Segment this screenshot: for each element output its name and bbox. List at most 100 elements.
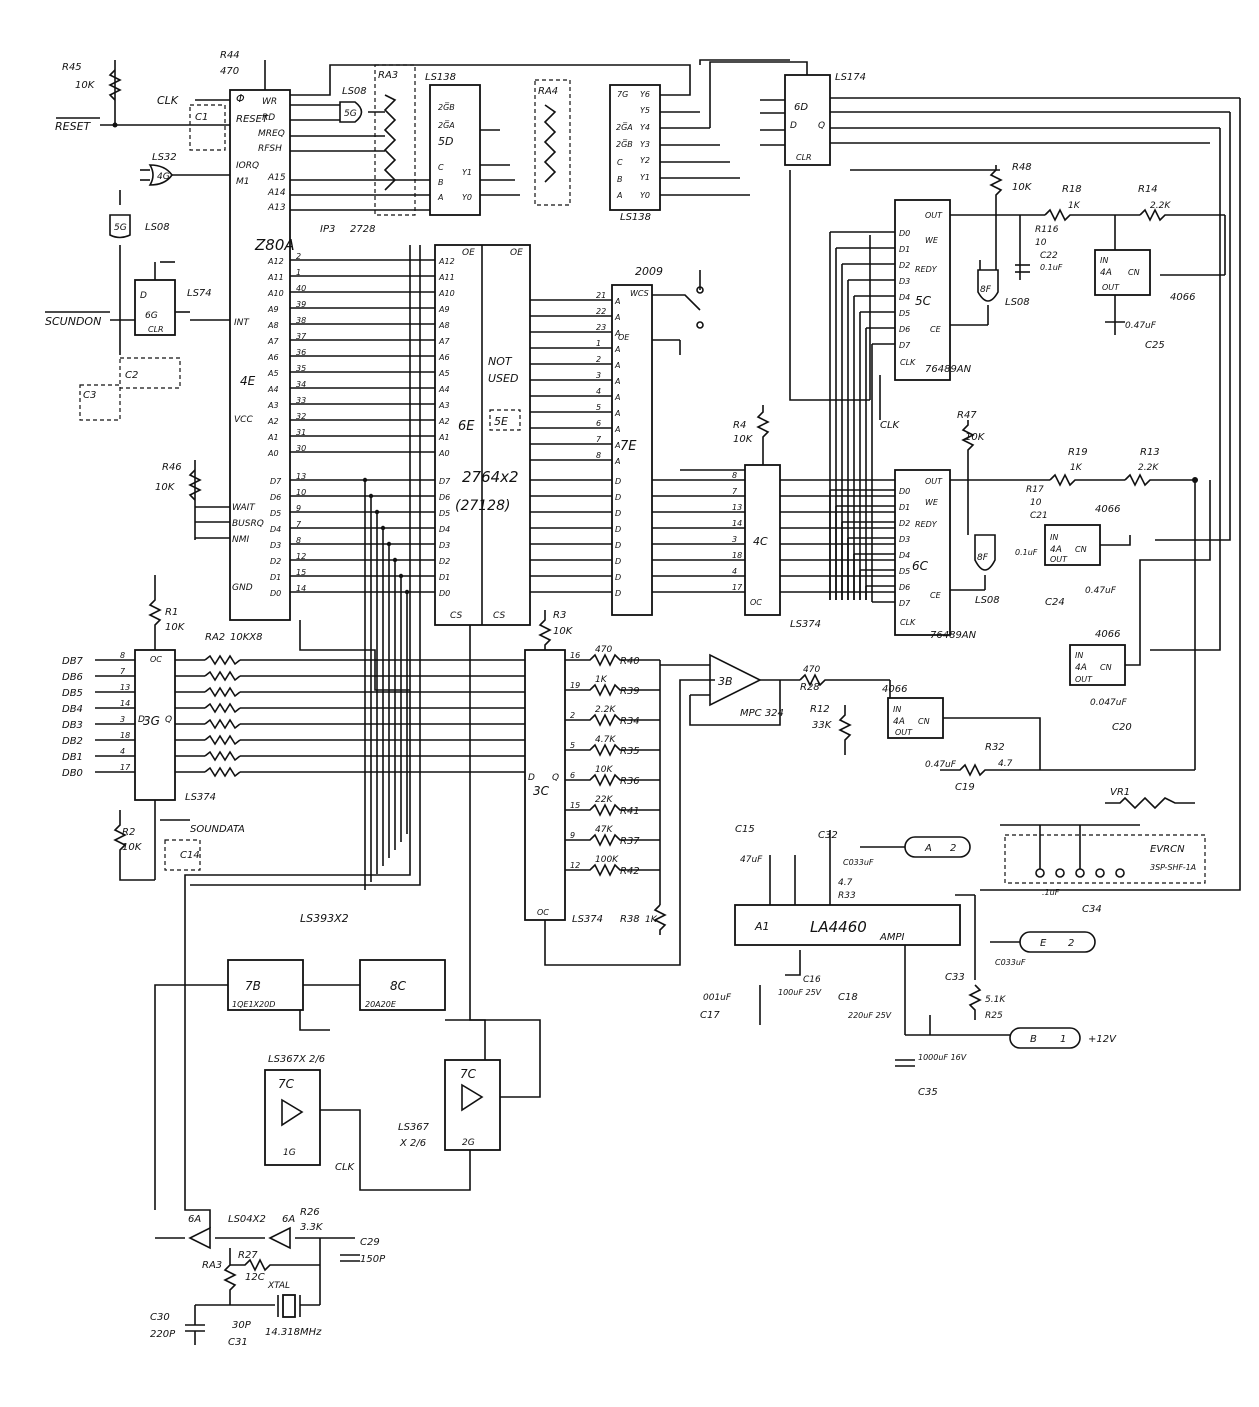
svg-text:Y2: Y2 — [640, 156, 650, 165]
counter-label: LS393X2 — [300, 912, 349, 925]
z80a-chip: Z80A 4E Φ RESET WR RD MREQ RFSH A15 A14 … — [220, 50, 295, 621]
z80-pin-rfsh: RFSH — [258, 144, 282, 154]
connector-name: EVRCN — [1150, 844, 1185, 855]
db-pin: 18 — [120, 731, 130, 740]
sw-top-loc: 4A — [1100, 268, 1112, 278]
db-label-db3: DB3 — [62, 720, 83, 731]
svg-text:1QE1X20D: 1QE1X20D — [232, 1000, 275, 1009]
r48-value: 10K — [1012, 182, 1033, 193]
ra4-label: RA4 — [538, 86, 558, 97]
r116-value: 10 — [1035, 238, 1047, 248]
c20-value: 0.047uF — [1090, 698, 1127, 708]
svg-text:CS: CS — [450, 611, 462, 621]
eprom-label: 2764x2 — [462, 468, 519, 486]
evrcn-connector: EVRCN 3SP-SHF-1A C34 .1uF — [1000, 824, 1206, 915]
z80-pin-int: INT — [234, 318, 250, 328]
r46-label: R46 — [162, 462, 182, 473]
r15-value: 470 — [803, 665, 820, 675]
svg-text:A: A — [616, 191, 622, 200]
ls393-counters: LS393X2 7B 1QE1X20D 8C 20A20E — [154, 912, 446, 1210]
svg-text:2G̅B: 2G̅B — [616, 139, 633, 149]
dac-resistor — [565, 833, 660, 847]
eprom-addr-a10: A10 — [438, 289, 455, 298]
buf2-label: LS367 — [398, 1122, 430, 1133]
svg-text:XTAL: XTAL — [267, 1281, 290, 1291]
g8f2-label: 8F — [977, 553, 989, 563]
ls174-label: LS174 — [835, 72, 866, 83]
db-label-db1: DB1 — [62, 752, 83, 763]
ra4-network: RA4 — [534, 79, 571, 206]
dac-resistor-value: 470 — [595, 645, 612, 655]
z80-data-pin: 8 — [296, 536, 301, 545]
eprom-addr-a6: A6 — [438, 353, 450, 362]
r19-label: R19 — [1068, 447, 1088, 458]
svg-text:CE: CE — [930, 591, 942, 600]
z80-data-pin: 14 — [296, 584, 306, 593]
z80-data-pin: 10 — [296, 488, 306, 497]
r25-label: R26 — [300, 1207, 320, 1218]
psg-6c: 6C 76489AN OUT WE REDY CE CLK — [894, 469, 977, 641]
ls374-latch-4c: 4C OC LS374 R4 10K — [733, 405, 821, 630]
ram-pin-label: A — [614, 313, 620, 322]
psg-pin-d4: D4 — [899, 551, 910, 560]
r13-value: 2.2K — [1138, 463, 1159, 473]
db-pin: 13 — [120, 683, 130, 692]
dac-resistor — [565, 863, 660, 877]
dac-pin: 19 — [570, 681, 580, 690]
svg-text:4A: 4A — [1075, 663, 1087, 673]
svg-text:2G̅A: 2G̅A — [616, 122, 633, 132]
svg-text:OUT: OUT — [925, 211, 943, 220]
r38-ref: R38 — [620, 914, 640, 925]
r12-label: R32 — [985, 742, 1005, 753]
z80-addr-a11: A11 — [267, 273, 284, 282]
dac-resistor-ref: R39 — [620, 686, 640, 697]
z80-data-pin: 13 — [296, 472, 306, 481]
dec1-loc: 5D — [438, 135, 453, 148]
z80a-loc: 4E — [240, 374, 256, 388]
ram-pin-label: A — [614, 297, 620, 306]
r47-label: R47 — [957, 410, 977, 421]
ls174-latch: 6D D Q CLR LS174 — [709, 61, 1240, 166]
dac-pin: 6 — [570, 771, 575, 780]
dac-resistor — [565, 743, 660, 757]
eprom-addr-a8: A8 — [438, 321, 450, 330]
z80-data-pin: 7 — [296, 520, 302, 529]
sw-top-name: 4066 — [1170, 292, 1195, 303]
eprom-addr-a4: A4 — [438, 385, 450, 394]
c18-value: 220uF 25V — [848, 1011, 892, 1020]
switch-4066-c19: IN 4A CN OUT 4066 0.47uF C19 R32 4.7 VR1 — [882, 480, 1196, 810]
c30-value: 220P — [150, 1329, 176, 1340]
eprom-address-pins: A12A11A10A9A8A7A6A5A4A3A2A1A0D7D6D5D4D3D… — [438, 257, 455, 598]
z80-addr-a8: A8 — [267, 321, 279, 330]
latch4c-in-pin: 7 — [732, 487, 738, 496]
z80-addr-a10: A10 — [267, 289, 284, 298]
db-label-db5: DB5 — [62, 688, 83, 699]
psg2-label: 76489AN — [930, 630, 977, 641]
c29-value: 150P — [360, 1254, 386, 1265]
ram-pin-label: A — [614, 377, 620, 386]
c30-label: C30 — [150, 1312, 170, 1323]
g8f-label: 8F — [980, 285, 992, 295]
c21-label: C21 — [1030, 511, 1048, 521]
db-label-db2: DB2 — [62, 736, 83, 747]
oscillator-ls04: LS04X2 6A 6A R26 3.3K R27 12C RA3 C29 15… — [150, 1207, 386, 1348]
r32-value: 4.7 — [838, 878, 853, 888]
c21-value: 0.1uF — [1015, 548, 1038, 557]
svg-text:IN: IN — [1100, 256, 1108, 265]
ram-loc: 7E — [620, 439, 637, 454]
p2728-label: 2728 — [350, 224, 375, 235]
ra3-network: RA3 IP3 2728 — [290, 64, 430, 235]
eprom-addr-a5: A5 — [438, 369, 450, 378]
ram-pin: 5 — [596, 403, 601, 412]
svg-text:CN: CN — [1100, 663, 1112, 672]
z80-addr-a2: A2 — [267, 417, 279, 426]
junction-dot — [374, 509, 380, 515]
svg-text:6A: 6A — [188, 1214, 201, 1225]
r26-value: 12C — [245, 1272, 265, 1283]
dac-resistor — [565, 713, 660, 727]
z80-pin-vcc: VCC — [234, 415, 253, 425]
buf2-gate: 2G — [462, 1138, 475, 1148]
svg-text:CLK: CLK — [900, 358, 916, 367]
z80-addr-pin: 33 — [296, 396, 306, 405]
psg-pin-d7: D7 — [899, 341, 911, 350]
